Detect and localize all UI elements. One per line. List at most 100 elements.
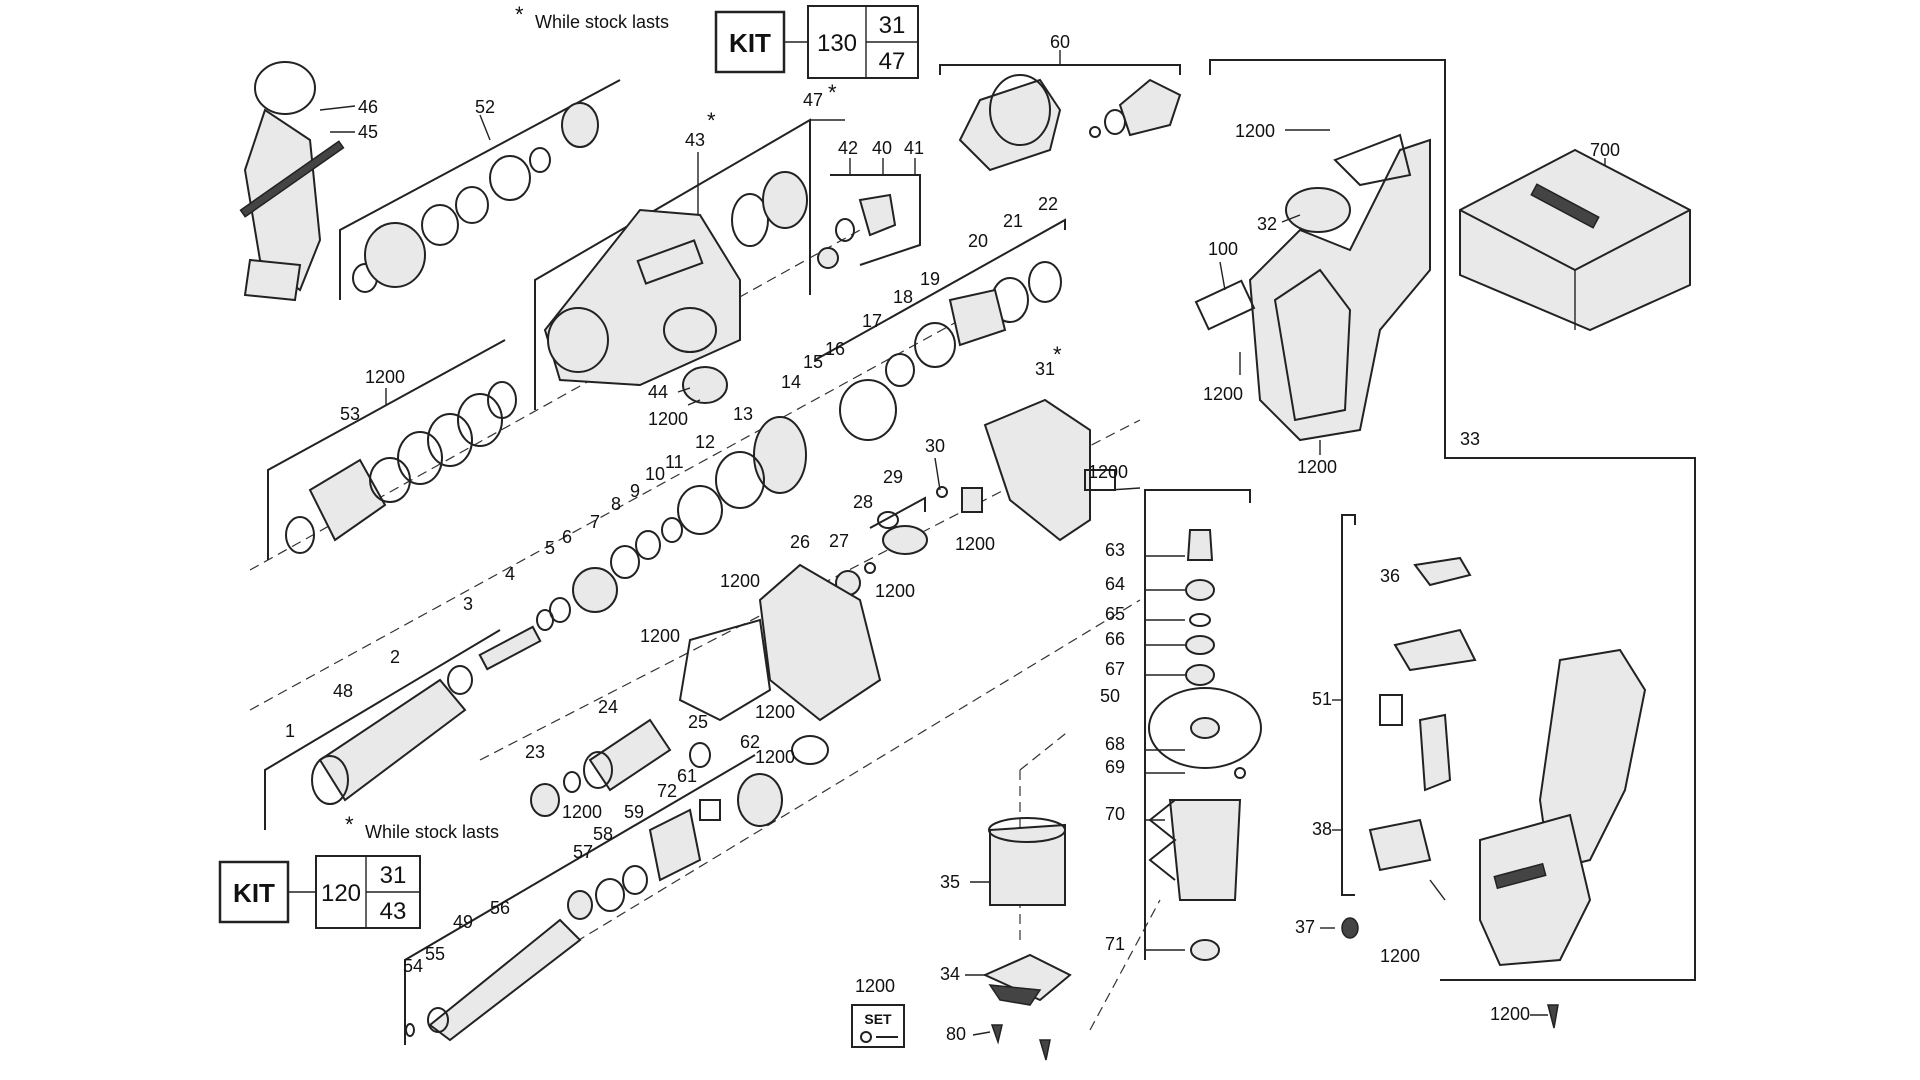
- callout-24: 24: [598, 697, 618, 717]
- callout-20: 20: [968, 231, 988, 251]
- kit-box-bottom: KIT 120 31 43: [218, 855, 421, 929]
- gear-housing-43: [543, 208, 741, 387]
- callout-58: 58: [593, 824, 613, 844]
- part-35-34: [982, 817, 1072, 1006]
- callout-13: 13: [733, 404, 753, 424]
- callout-25: 25: [688, 712, 708, 732]
- callout-64: 64: [1105, 574, 1125, 594]
- callout-34: 34: [940, 964, 960, 984]
- callout-51: 51: [1312, 689, 1332, 709]
- kit-bottom-label: KIT: [233, 878, 275, 908]
- housing-32-100: [1194, 133, 1431, 442]
- callout-23: 23: [525, 742, 545, 762]
- callout-70: 70: [1105, 804, 1125, 824]
- callout-56: 56: [490, 898, 510, 918]
- motor-parts: [1145, 529, 1262, 961]
- callout-1200-h: 1200: [875, 581, 915, 601]
- callout-7: 7: [590, 512, 600, 532]
- callout-1200-c: 1200: [1297, 457, 1337, 477]
- kit-top-main: 130: [817, 30, 857, 57]
- callout-1200-b: 1200: [1203, 384, 1243, 404]
- callout-16: 16: [825, 339, 845, 359]
- callout-43: 43: [685, 130, 705, 150]
- screws-80: [990, 1024, 1051, 1061]
- handle-housing-right: [1479, 648, 1647, 967]
- note-bottom: While stock lasts: [365, 822, 499, 842]
- callout-72: 72: [657, 781, 677, 801]
- callout-45: 45: [358, 122, 378, 142]
- kit-top-lower: 47: [879, 48, 906, 75]
- side-handle-part: [239, 61, 345, 302]
- gear-case-26: [678, 563, 882, 765]
- callout-61: 61: [677, 766, 697, 786]
- keyless-chuck-60: [958, 74, 1182, 172]
- callout-48: 48: [333, 681, 353, 701]
- shaft-49-parts: [405, 773, 783, 1042]
- callout-1200-i: 1200: [720, 571, 760, 591]
- callout-41: 41: [904, 138, 924, 158]
- callout-54: 54: [403, 956, 423, 976]
- callout-57: 57: [573, 842, 593, 862]
- callout-1200-a: 1200: [1235, 121, 1275, 141]
- callout-12: 12: [695, 432, 715, 452]
- callout-29: 29: [883, 467, 903, 487]
- kit-bottom-upper: 31: [380, 862, 407, 889]
- asterisk-43: *: [707, 108, 716, 133]
- callout-26: 26: [790, 532, 810, 552]
- kit-bottom-main: 120: [321, 880, 361, 907]
- callout-40: 40: [872, 138, 892, 158]
- kit-top-upper: 31: [879, 12, 906, 39]
- chuck-52-parts: [352, 102, 599, 293]
- callout-1200-e: 1200: [648, 409, 688, 429]
- callout-5: 5: [545, 538, 555, 558]
- callout-60: 60: [1050, 32, 1070, 52]
- callout-55: 55: [425, 944, 445, 964]
- kit-box-top: KIT 130 31 47: [714, 5, 919, 79]
- callout-27: 27: [829, 531, 849, 551]
- callout-1200-o-bottom: 1200: [1490, 1004, 1530, 1024]
- asterisk-47: *: [828, 80, 837, 105]
- callout-2: 2: [390, 647, 400, 667]
- callout-6: 6: [562, 527, 572, 547]
- callout-1200-d: 1200: [365, 367, 405, 387]
- callout-42: 42: [838, 138, 858, 158]
- carry-case-700: [1459, 148, 1691, 332]
- callout-9: 9: [630, 481, 640, 501]
- callout-1200-j: 1200: [640, 626, 680, 646]
- callout-46: 46: [358, 97, 378, 117]
- callout-700: 700: [1590, 140, 1620, 160]
- part-44: [682, 366, 728, 404]
- parts-40-42: [817, 193, 897, 269]
- callout-67: 67: [1105, 659, 1125, 679]
- callout-44: 44: [648, 382, 668, 402]
- set-icon-label: SET: [864, 1011, 892, 1027]
- callout-14: 14: [781, 372, 801, 392]
- callout-4: 4: [505, 564, 515, 584]
- callout-69: 69: [1105, 757, 1125, 777]
- callout-17: 17: [862, 311, 882, 331]
- callout-1200-m: 1200: [855, 976, 895, 996]
- callout-8: 8: [611, 494, 621, 514]
- callout-50: 50: [1100, 686, 1120, 706]
- callout-33: 33: [1460, 429, 1480, 449]
- part-31: [983, 398, 1116, 542]
- callout-28: 28: [853, 492, 873, 512]
- callout-80: 80: [946, 1024, 966, 1044]
- callout-19: 19: [920, 269, 940, 289]
- ring-series-53: [285, 381, 517, 554]
- callout-11: 11: [665, 452, 684, 472]
- callout-53: 53: [340, 404, 360, 424]
- callout-63: 63: [1105, 540, 1125, 560]
- callout-66: 66: [1105, 629, 1125, 649]
- callout-21: 21: [1003, 211, 1023, 231]
- callout-35: 35: [940, 872, 960, 892]
- callout-36: 36: [1380, 566, 1400, 586]
- callout-52: 52: [475, 97, 495, 117]
- parts-23-25: [530, 718, 711, 817]
- callout-15: 15: [803, 352, 823, 372]
- kit-bottom-lower: 43: [380, 898, 407, 925]
- callout-18: 18: [893, 287, 913, 307]
- asterisk-note-bottom: *: [345, 812, 354, 837]
- callout-71: 71: [1105, 934, 1125, 954]
